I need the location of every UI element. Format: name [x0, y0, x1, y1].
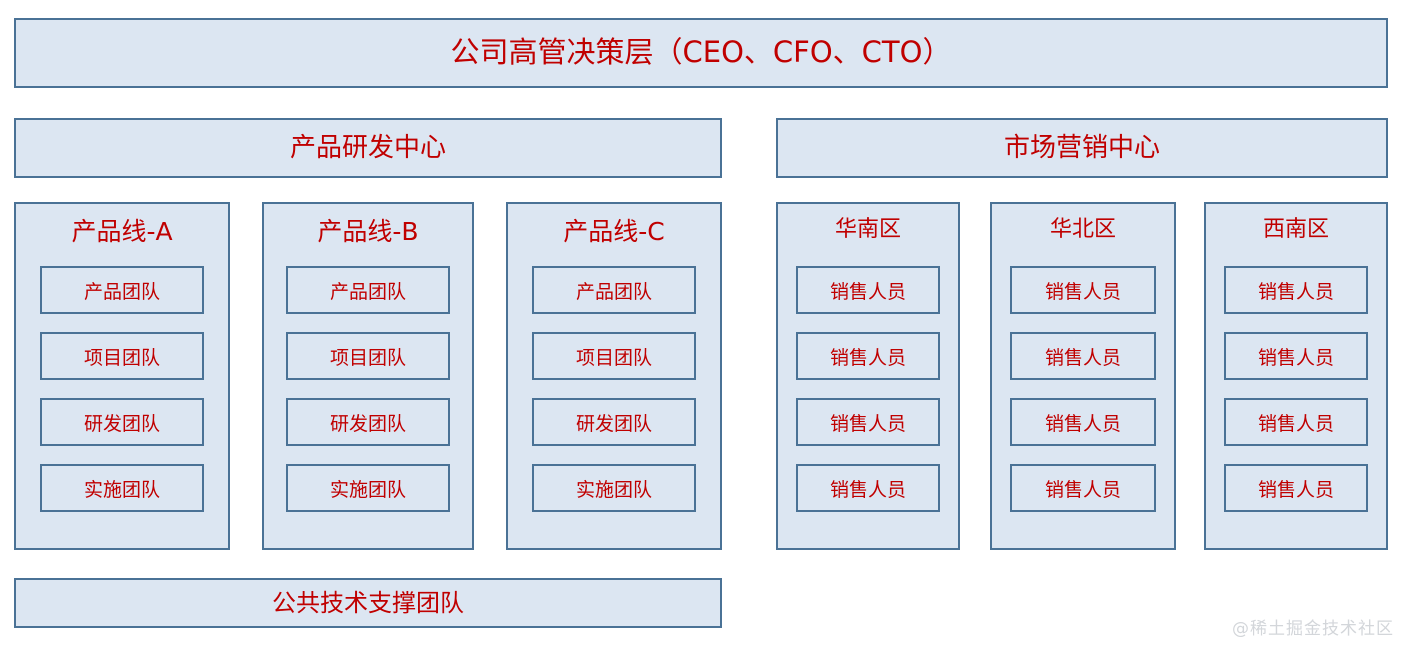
team-box: 项目团队 — [40, 332, 204, 380]
watermark: @稀土掘金技术社区 — [1232, 619, 1394, 639]
group-title-product-line-c: 产品线-C — [563, 217, 665, 246]
sales-box: 销售人员 — [796, 398, 940, 446]
executive-banner-label: 公司高管决策层（CEO、CFO、CTO） — [450, 35, 952, 70]
team-box: 产品团队 — [532, 266, 696, 314]
group-region-southwest-china: 西南区 销售人员 销售人员 销售人员 销售人员 — [1204, 202, 1388, 550]
sales-box: 销售人员 — [796, 266, 940, 314]
division-header-rnd-label: 产品研发中心 — [289, 132, 446, 163]
support-team-label: 公共技术支撑团队 — [272, 588, 464, 617]
team-box: 实施团队 — [40, 464, 204, 512]
sales-box: 销售人员 — [1224, 398, 1368, 446]
sales-box: 销售人员 — [1224, 266, 1368, 314]
team-box: 实施团队 — [286, 464, 450, 512]
sales-box: 销售人员 — [1224, 332, 1368, 380]
group-product-line-c: 产品线-C 产品团队 项目团队 研发团队 实施团队 — [506, 202, 722, 550]
team-box: 产品团队 — [286, 266, 450, 314]
team-box: 研发团队 — [286, 398, 450, 446]
team-box: 项目团队 — [532, 332, 696, 380]
team-box: 项目团队 — [286, 332, 450, 380]
group-title-region-south-china: 华南区 — [834, 217, 901, 242]
division-header-mkt: 市场营销中心 — [776, 118, 1388, 178]
group-title-product-line-b: 产品线-B — [317, 217, 419, 246]
sales-box: 销售人员 — [796, 332, 940, 380]
group-title-product-line-a: 产品线-A — [71, 217, 173, 246]
sales-box: 销售人员 — [1224, 464, 1368, 512]
sales-box: 销售人员 — [1010, 266, 1156, 314]
team-box: 研发团队 — [40, 398, 204, 446]
sales-box: 销售人员 — [1010, 464, 1156, 512]
division-header-mkt-label: 市场营销中心 — [1003, 132, 1160, 163]
team-box: 研发团队 — [532, 398, 696, 446]
team-box: 产品团队 — [40, 266, 204, 314]
group-region-north-china: 华北区 销售人员 销售人员 销售人员 销售人员 — [990, 202, 1176, 550]
group-region-south-china: 华南区 销售人员 销售人员 销售人员 销售人员 — [776, 202, 960, 550]
division-header-rnd: 产品研发中心 — [14, 118, 722, 178]
support-team-bar: 公共技术支撑团队 — [14, 578, 722, 628]
group-product-line-a: 产品线-A 产品团队 项目团队 研发团队 实施团队 — [14, 202, 230, 550]
executive-banner: 公司高管决策层（CEO、CFO、CTO） — [14, 18, 1388, 88]
group-title-region-southwest-china: 西南区 — [1262, 217, 1329, 242]
group-title-region-north-china: 华北区 — [1049, 217, 1116, 242]
team-box: 实施团队 — [532, 464, 696, 512]
sales-box: 销售人员 — [796, 464, 940, 512]
sales-box: 销售人员 — [1010, 332, 1156, 380]
sales-box: 销售人员 — [1010, 398, 1156, 446]
group-product-line-b: 产品线-B 产品团队 项目团队 研发团队 实施团队 — [262, 202, 474, 550]
